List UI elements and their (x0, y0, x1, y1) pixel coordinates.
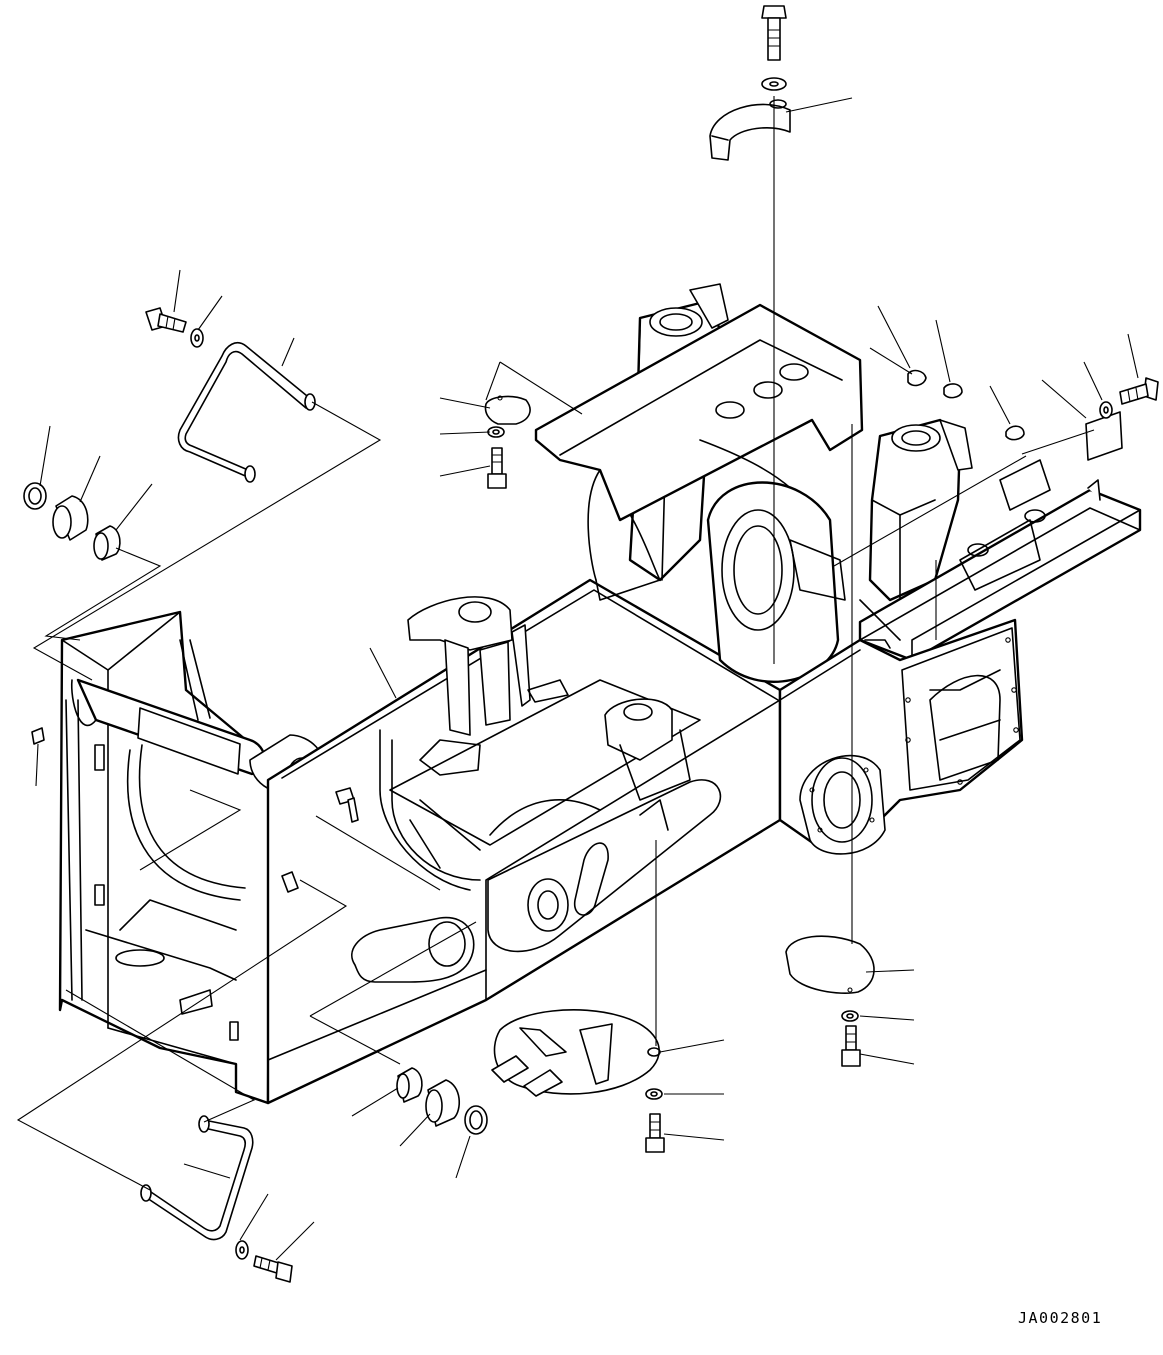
lower-right-washer (841, 1010, 859, 1022)
lower-cover-plate (491, 1009, 661, 1097)
small-bolt-left (31, 727, 45, 745)
lower-right-oval-plate (785, 935, 875, 994)
plug-3 (1005, 425, 1025, 441)
upper-left-bolt (145, 307, 187, 333)
small-bolt-centre (335, 787, 359, 823)
lower-centre-bolt (645, 1113, 665, 1153)
lower-left-tube-bar (140, 1115, 254, 1241)
lower-left-bolt (253, 1255, 293, 1283)
top-washer (761, 77, 787, 91)
lower-right-bolt (841, 1025, 861, 1067)
small-pin (281, 871, 299, 893)
right-bolt (1119, 377, 1159, 405)
leader-lines (16, 96, 1139, 1261)
plug-2 (943, 383, 963, 399)
drawing-code: JA002801 (1018, 1309, 1103, 1327)
right-washer (1099, 401, 1113, 419)
left-bushing-small (93, 525, 121, 561)
lower-snap-ring (464, 1105, 488, 1135)
lower-bushing-small (396, 1067, 423, 1103)
lower-left-washer (235, 1240, 249, 1260)
upper-cover-plate (484, 395, 531, 425)
lower-centre-washer (645, 1088, 663, 1100)
u-clamp (709, 99, 791, 161)
right-cover-plate (1085, 411, 1123, 461)
plug-1 (907, 369, 927, 387)
left-bushing-large (52, 495, 89, 541)
top-bolt (761, 5, 787, 61)
upper-left-washer (190, 328, 204, 348)
upper-left-tube-bar (177, 341, 316, 483)
upper-centre-bolt (487, 447, 507, 489)
upper-centre-washer (487, 426, 505, 438)
lower-bushing-large (425, 1079, 461, 1127)
main-frame (58, 283, 1142, 1105)
left-snap-ring (23, 482, 47, 510)
